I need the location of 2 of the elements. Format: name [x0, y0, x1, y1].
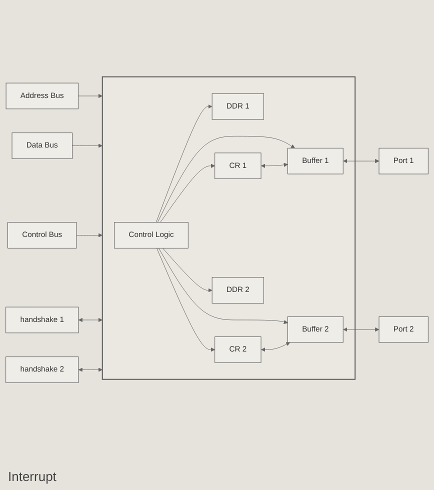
cluster	[102, 76, 356, 380]
note-text: Interrupt	[8, 469, 56, 484]
